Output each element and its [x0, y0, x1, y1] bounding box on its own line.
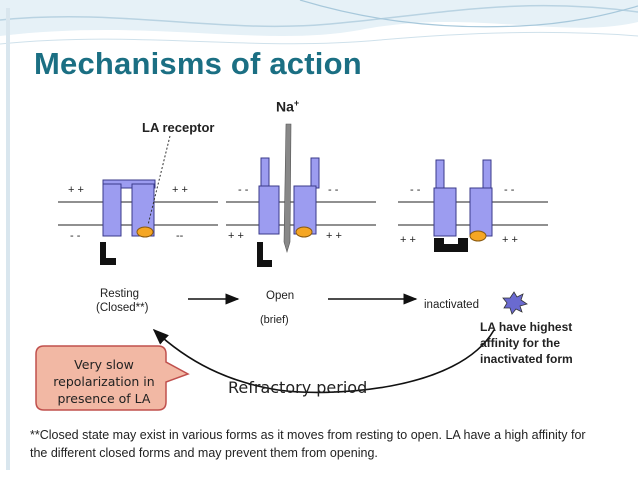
callout-line-1: Very slow: [74, 357, 134, 372]
channel-resting: [100, 179, 156, 265]
callout-bubble: [35, 345, 190, 411]
charge-ch1-top-right: + +: [172, 184, 188, 196]
page-title: Mechanisms of action: [34, 46, 362, 81]
state-resting-label: Resting: [100, 288, 139, 300]
left-border-decoration: [6, 8, 10, 470]
charge-ch3-bottom-right: + +: [502, 234, 518, 246]
footnote: **Closed state may exist in various form…: [30, 428, 586, 460]
inactivation-gate: [100, 242, 116, 265]
callout-line-3: presence of LA: [57, 391, 151, 406]
charge-ch2-bottom-right: + +: [326, 230, 342, 242]
refractory-period-label: Refractory period: [228, 378, 368, 397]
refractory-arrow: [152, 328, 495, 394]
affinity-note-line-1: LA have highest: [480, 320, 573, 334]
la-receptor-site: [136, 226, 154, 238]
inactivated-star-icon: [502, 291, 528, 315]
charge-ch2-bottom-left: + +: [228, 230, 244, 242]
charge-ch1-bottom-right: --: [176, 230, 184, 242]
state-brief-label: (brief): [260, 314, 289, 326]
charge-ch1-bottom-left: - -: [70, 230, 81, 242]
charge-ch2-top-left: - -: [238, 184, 249, 196]
channel-open: [257, 123, 320, 267]
state-open-label: Open: [266, 290, 295, 302]
la-receptor-label: LA receptor: [142, 120, 215, 135]
mechanism-diagram: Na+ LA receptor + + + + - - -- - - - - +…: [28, 92, 602, 466]
charge-ch3-bottom-left: + +: [400, 234, 416, 246]
charge-ch3-top-right: - -: [504, 184, 515, 196]
diagram-canvas: [28, 92, 602, 466]
affinity-note-line-2: affinity for the: [480, 336, 560, 350]
na-flow-arrow: [283, 123, 292, 254]
callout-text: Very slow repolarization in presence of …: [40, 356, 168, 407]
state-inactivated-label: inactivated: [424, 299, 479, 311]
state-closed-label: (Closed**): [96, 302, 149, 314]
callout-line-2: repolarization in: [53, 374, 155, 389]
charge-ch3-top-left: - -: [410, 184, 421, 196]
affinity-note-line-3: inactivated form: [480, 352, 573, 366]
charge-ch2-top-right: - -: [328, 184, 339, 196]
na-label: Na+: [276, 98, 300, 115]
la-receptor-pointer: [147, 135, 171, 226]
header-wave-decoration: [0, 0, 638, 45]
channel-inactivated: [433, 159, 493, 252]
charge-ch1-top-left: + +: [68, 184, 84, 196]
